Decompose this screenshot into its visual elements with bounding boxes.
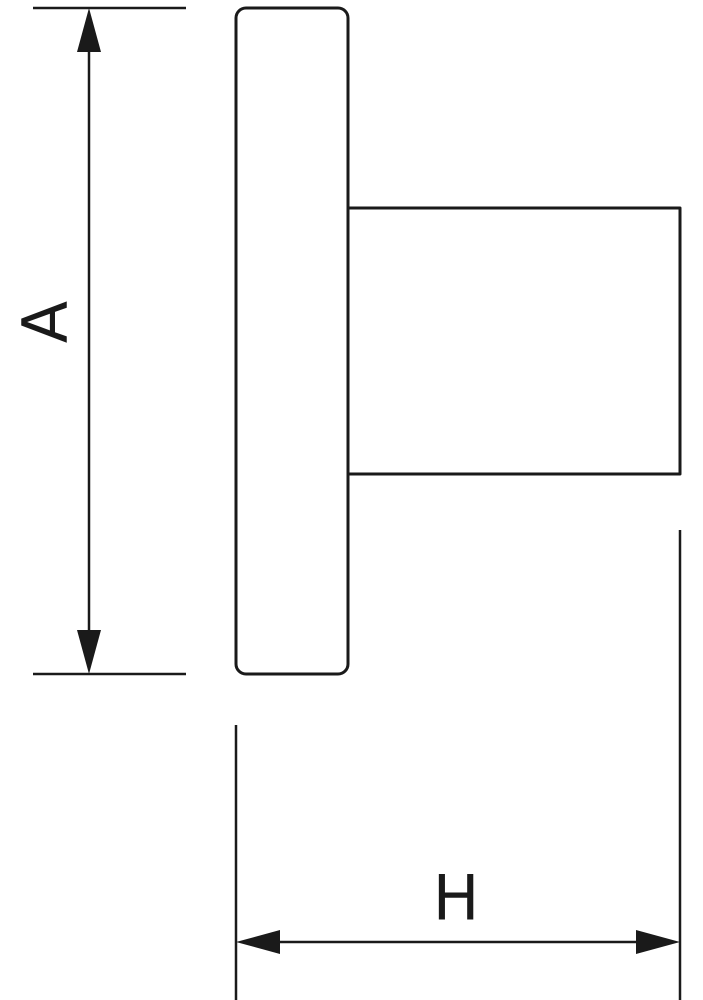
arrow-h-left xyxy=(236,930,280,954)
arrow-a-bottom xyxy=(77,630,101,674)
arrow-h-right xyxy=(636,930,680,954)
dimension-label-h: H xyxy=(433,862,480,935)
arrow-a-top xyxy=(77,8,101,52)
knob-stem xyxy=(348,206,682,476)
dimension-label-a: A xyxy=(9,301,82,343)
knob-base-plate xyxy=(234,6,350,676)
